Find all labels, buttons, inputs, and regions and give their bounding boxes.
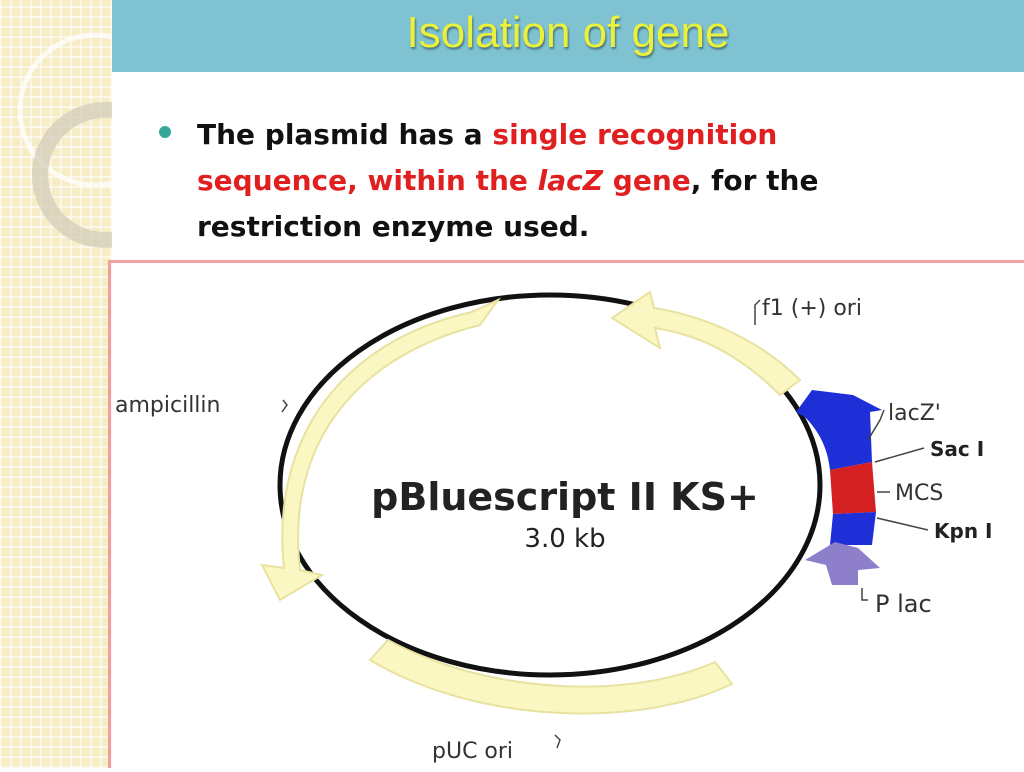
bullet-icon <box>159 126 171 138</box>
plasmid-size: 3.0 kb <box>524 524 605 554</box>
title-bar <box>112 0 1024 72</box>
plac-label: P lac <box>875 590 932 618</box>
ampicillin-label: ampicillin <box>115 393 220 418</box>
plasmid-name: pBluescript II KS+ <box>371 475 759 519</box>
ampicillin-gene-arrow <box>260 297 502 602</box>
mcs-label: MCS <box>895 481 943 506</box>
bullet-text-gene: gene <box>603 164 691 197</box>
plasmid-backbone <box>277 292 823 678</box>
puc-ori-block <box>368 638 734 715</box>
bullet-text-highlight: single recognition sequence, within the <box>197 118 778 197</box>
mcs-segment <box>830 462 876 514</box>
bullet-item: The plasmid has a single recognition seq… <box>197 112 885 250</box>
decorative-background-strip <box>0 0 178 768</box>
f1-ori-arrow <box>610 290 802 397</box>
bullet-text-lacz: lacZ <box>537 164 604 197</box>
bullet-list: The plasmid has a single recognition seq… <box>159 112 885 250</box>
bullet-text-part1: The plasmid has a <box>197 118 493 151</box>
lacz-label: lacZ' <box>888 401 941 426</box>
puc-ori-label: pUC ori <box>432 739 513 764</box>
kpn-segment <box>830 512 876 545</box>
kpn-label: Kpn I <box>934 519 992 543</box>
bullet-text-part2: , for the restriction enzyme used. <box>197 164 819 243</box>
diagram-frame <box>108 260 1024 768</box>
f1-ori-label: f1 (+) ori <box>762 296 862 321</box>
sac-label: Sac I <box>930 437 984 461</box>
lacz-arrow <box>796 390 882 470</box>
plac-arrow <box>805 542 880 585</box>
slide-title: Isolation of gene <box>406 8 730 57</box>
